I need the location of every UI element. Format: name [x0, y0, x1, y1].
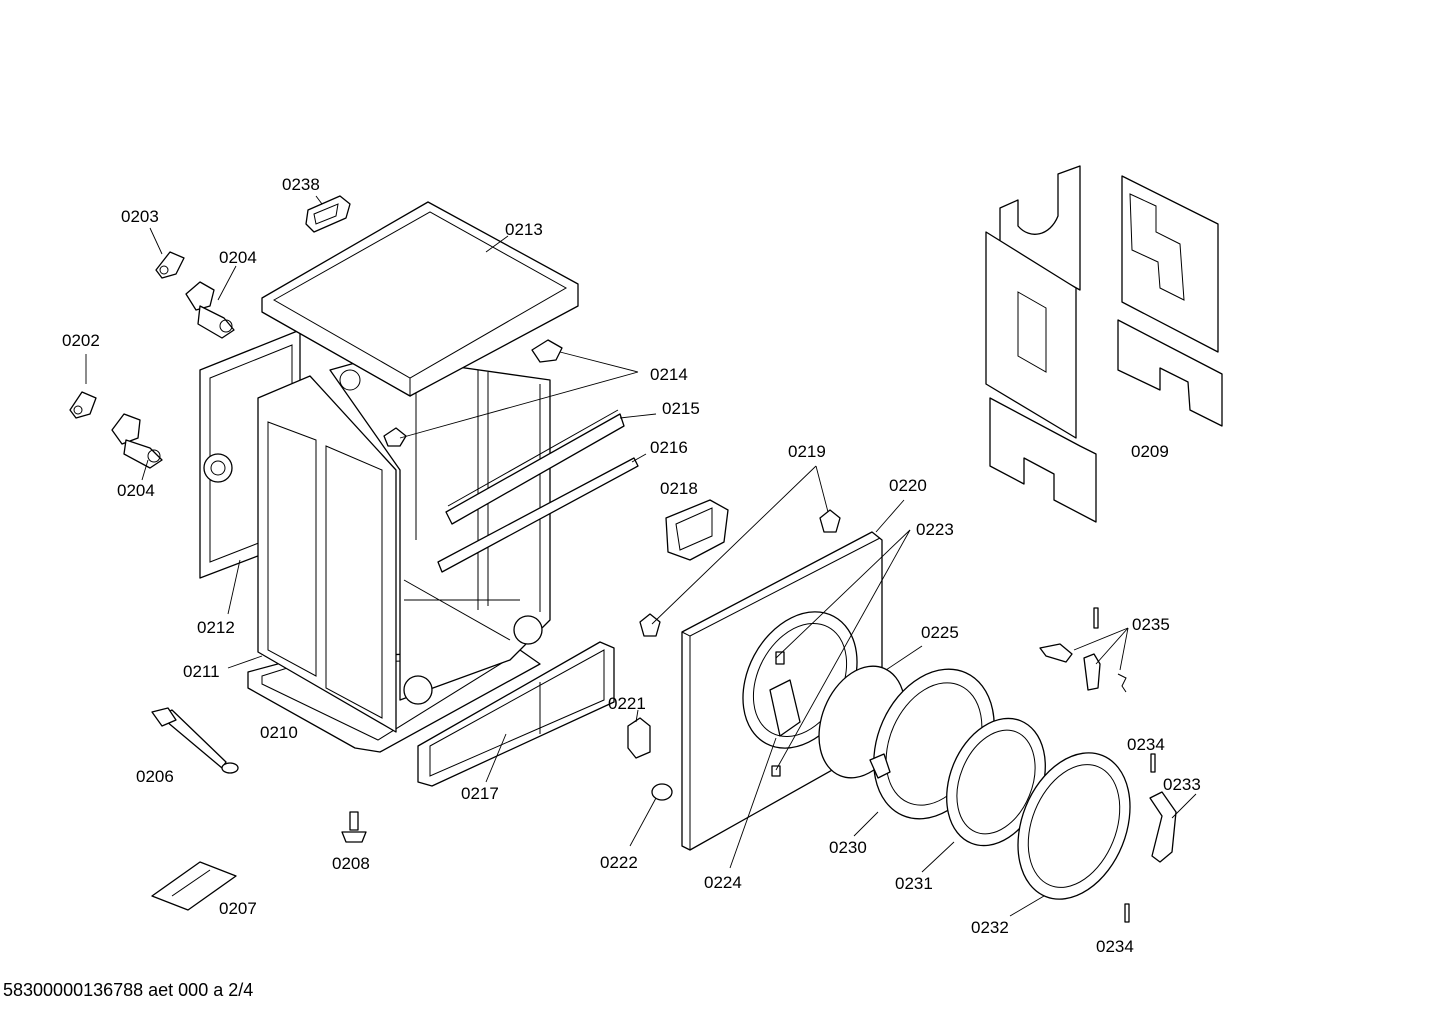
leader-lines [85, 195, 1197, 917]
part-0213-top-lid[interactable] [261, 201, 579, 397]
label-0216: 0216 [650, 438, 688, 457]
label-0204-lower: 0204 [117, 481, 155, 500]
part-0222-plug[interactable] [651, 783, 673, 801]
part-0207-shim[interactable] [151, 861, 237, 911]
label-0213: 0213 [505, 220, 543, 239]
part-0216-rail[interactable] [437, 457, 639, 573]
part-0219-clip[interactable] [639, 509, 841, 637]
part-0238-handle[interactable] [305, 195, 351, 233]
label-0232: 0232 [971, 918, 1009, 937]
label-0221: 0221 [608, 694, 646, 713]
label-0207: 0207 [219, 899, 257, 918]
label-0234-upper: 0234 [1127, 735, 1165, 754]
label-0202: 0202 [62, 331, 100, 350]
label-0210: 0210 [260, 723, 298, 742]
label-0220: 0220 [889, 476, 927, 495]
label-0204-upper: 0204 [219, 248, 257, 267]
label-0215: 0215 [662, 399, 700, 418]
part-0235-hinge-set[interactable] [1039, 607, 1127, 693]
label-0212: 0212 [197, 618, 235, 637]
label-0233: 0233 [1163, 775, 1201, 794]
part-0208-foot[interactable] [341, 811, 367, 843]
label-0217: 0217 [461, 784, 499, 803]
part-0233-handle[interactable] [1149, 791, 1177, 863]
part-0215-rail[interactable] [445, 409, 625, 525]
part-0217-kick-plate[interactable] [417, 641, 615, 787]
label-0225: 0225 [921, 623, 959, 642]
label-0214: 0214 [650, 365, 688, 384]
part-0221-hinge[interactable] [627, 717, 651, 759]
label-0209: 0209 [1131, 442, 1169, 461]
label-0222: 0222 [600, 853, 638, 872]
part-0202-clip[interactable] [69, 391, 97, 419]
part-0211-cabinet-frame[interactable] [257, 355, 551, 733]
label-0231: 0231 [895, 874, 933, 893]
part-0209-insulation[interactable] [985, 165, 1223, 523]
part-0204-connector-upper[interactable] [185, 281, 235, 339]
part-0206-wrench[interactable] [151, 707, 239, 774]
part-0204-connector-lower[interactable] [111, 413, 163, 469]
label-0219: 0219 [788, 442, 826, 461]
part-0203-clip[interactable] [155, 251, 185, 279]
label-0203: 0203 [121, 207, 159, 226]
part-labels: 0238 0203 0213 0204 0202 0214 0215 0216 … [62, 175, 1201, 956]
label-0223: 0223 [916, 520, 954, 539]
label-0234-lower: 0234 [1096, 937, 1134, 956]
label-0211: 0211 [183, 662, 220, 681]
part-0232-outer-ring[interactable] [997, 736, 1150, 916]
document-reference: 58300000136788 aet 000 a 2/4 [3, 980, 254, 1000]
label-0206: 0206 [136, 767, 174, 786]
label-0224: 0224 [704, 873, 742, 892]
label-0235: 0235 [1132, 615, 1170, 634]
label-0238: 0238 [282, 175, 320, 194]
label-0208: 0208 [332, 854, 370, 873]
part-0234-pin[interactable] [1124, 753, 1156, 923]
part-0214-bracket[interactable] [383, 339, 563, 447]
part-0218-door-lock[interactable] [665, 499, 729, 561]
label-0218: 0218 [660, 479, 698, 498]
label-0230: 0230 [829, 838, 867, 857]
